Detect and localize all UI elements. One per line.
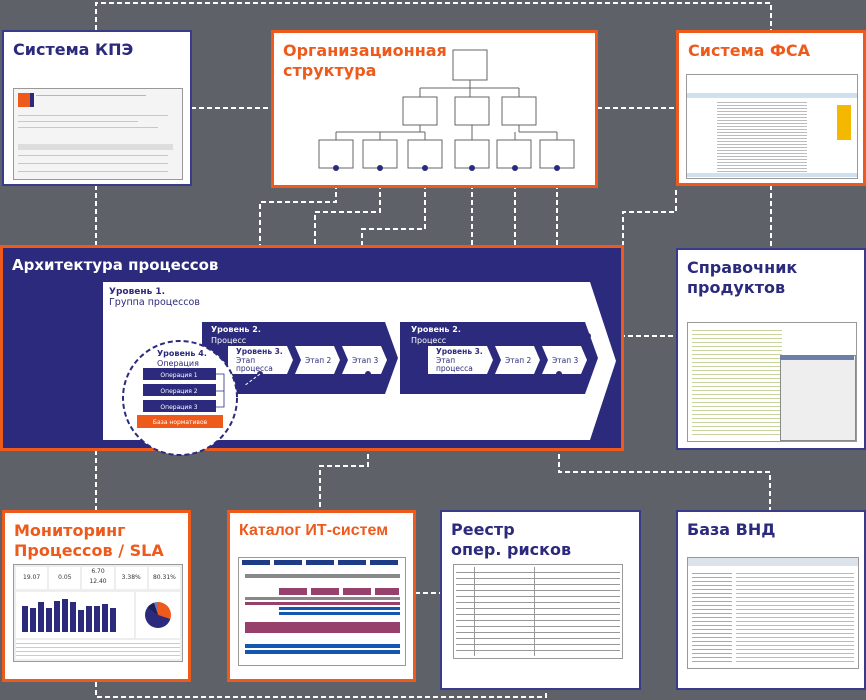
title-line: Процессов / SLA: [14, 541, 164, 560]
operation-label: Операция 3: [160, 404, 197, 411]
title-line: Реестр: [451, 520, 515, 539]
level3-name: Этап: [236, 356, 255, 365]
stage3-chevron: [342, 346, 387, 374]
level4-label: Уровень 4.: [157, 349, 207, 358]
title-line: Справочник: [687, 258, 798, 277]
norms-base: [137, 415, 223, 428]
title-line: опер. рисков: [451, 540, 572, 559]
level2-name: Процесс: [411, 336, 446, 345]
stage2-chevron: [295, 346, 340, 374]
title-line: продуктов: [687, 278, 786, 297]
kpi-value: 80.31%: [148, 567, 181, 589]
level1-name: Группа процессов: [109, 297, 200, 308]
kpi-value: 19.07: [16, 567, 48, 589]
level4-name: Операция: [157, 359, 199, 368]
stage3-label: Этап 3: [552, 356, 578, 365]
stage2-label: Этап 2: [305, 356, 331, 365]
kpi-value: 0.05: [49, 567, 81, 589]
operation-1: [143, 368, 216, 380]
level2-chevron: [400, 322, 598, 394]
kpi-value: 3.38%: [115, 567, 147, 589]
org-node: [407, 139, 443, 169]
org-node: [318, 139, 354, 169]
org-node: [496, 139, 532, 169]
card-title: Система КПЭ: [13, 40, 134, 59]
org-node: [501, 96, 537, 126]
level3-chevron: [428, 346, 493, 374]
kpi-value: 6.70: [91, 568, 105, 575]
stage2-label: Этап 2: [505, 356, 531, 365]
products-screenshot-thumbnail: [687, 322, 857, 442]
level3-name: Этап: [436, 356, 455, 365]
level3-chevron: [228, 346, 293, 374]
kpe-screenshot-thumbnail: [13, 88, 183, 180]
fsa-system-card[interactable]: Система ФСА: [676, 30, 866, 186]
vnd-screenshot-thumbnail: [687, 557, 859, 669]
monitoring-dashboard-thumbnail: 19.07 0.05 6.70 12.40 3.38% 80.31%: [13, 564, 183, 662]
card-title: Система ФСА: [688, 41, 810, 60]
title-line: Мониторинг: [14, 521, 126, 540]
level3-label: Уровень 3.: [436, 347, 483, 356]
org-node: [402, 96, 438, 126]
it-catalog-thumbnail: [238, 557, 406, 666]
panel-title: Архитектура процессов: [12, 256, 219, 274]
title-line: структура: [283, 61, 377, 80]
kpe-system-card[interactable]: Система КПЭ: [2, 30, 192, 186]
stage3-label: Этап 3: [352, 356, 378, 365]
operation-label: Операция 1: [160, 372, 197, 379]
operation-2: [143, 384, 216, 396]
it-systems-catalog-card[interactable]: Каталог ИТ-систем: [227, 510, 416, 682]
operation-label: Операция 2: [160, 388, 197, 395]
org-node: [454, 96, 490, 126]
level2-name: Процесс: [211, 336, 246, 345]
internal-documents-base-card[interactable]: База ВНД: [676, 510, 866, 690]
org-node: [452, 49, 488, 81]
level3-name: процесса: [236, 364, 273, 373]
bar-chart-thumbnail: [16, 592, 134, 638]
fsa-screenshot-thumbnail: [686, 74, 858, 179]
kpi-value: 12.40: [89, 578, 107, 585]
stage2-chevron: [495, 346, 540, 374]
pie-chart-thumbnail: [136, 592, 180, 638]
norms-label: База нормативов: [153, 419, 208, 426]
level3-name: процесса: [436, 364, 473, 373]
level2-label: Уровень 2.: [211, 325, 261, 334]
org-chart: [318, 49, 575, 171]
org-node: [454, 139, 490, 169]
card-title: База ВНД: [687, 520, 776, 539]
level2-label: Уровень 2.: [411, 325, 461, 334]
level1-label: Уровень 1.: [109, 287, 165, 297]
title-line: Организационная: [283, 41, 447, 60]
card-title: Каталог ИТ-систем: [239, 522, 389, 539]
level2-chevron: [202, 322, 398, 394]
risks-table-thumbnail: [453, 564, 623, 659]
level3-label: Уровень 3.: [236, 347, 283, 356]
operation-3: [143, 400, 216, 412]
org-node: [539, 139, 575, 169]
stage3-chevron: [542, 346, 587, 374]
